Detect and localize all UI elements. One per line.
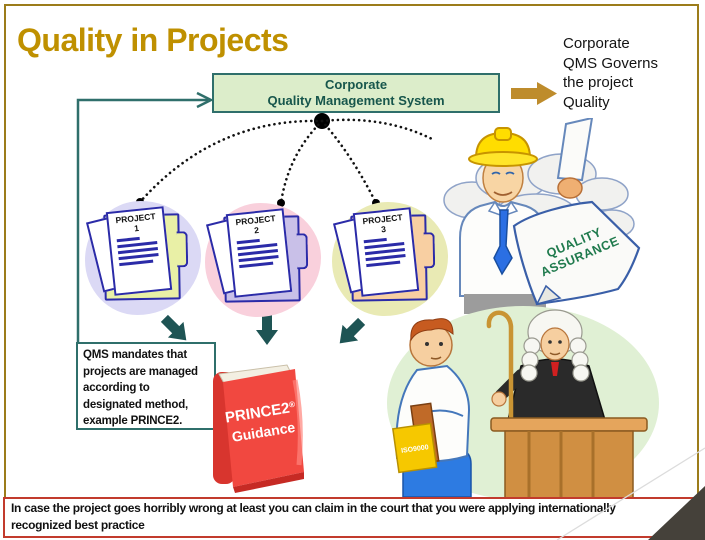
eye xyxy=(548,340,552,344)
project-2-paper: PROJECT 2 xyxy=(225,208,293,298)
engineer-illustration: QUALITY ASSURANCE xyxy=(443,118,641,314)
qms-box-line1: Corporate xyxy=(324,77,388,92)
prince2-book-illustration: PRINCE2® Guidance xyxy=(213,364,304,493)
folder-tab xyxy=(423,232,436,269)
footer-note-box: In case the project goes horribly wrong … xyxy=(3,497,697,538)
project-3-card: PROJECT 3 xyxy=(332,202,448,316)
podium-top xyxy=(490,417,648,432)
project-1-card: PROJECT 1 xyxy=(85,201,201,315)
book-front-cover xyxy=(223,369,304,487)
hard-hat-icon xyxy=(468,127,538,167)
eye xyxy=(425,342,429,346)
face xyxy=(540,327,570,361)
red-tie xyxy=(551,362,559,376)
book-bottom-edge xyxy=(233,472,304,493)
collar xyxy=(487,200,519,218)
yellow-book xyxy=(391,422,438,474)
paper-text-lines xyxy=(116,235,162,266)
paper-text-lines xyxy=(363,236,409,267)
project-3-paper: PROJECT 3 xyxy=(352,207,420,297)
podium-body xyxy=(504,430,634,505)
slide-title: Quality in Projects xyxy=(17,22,289,58)
worried-man-figure: ISO9000 xyxy=(391,318,472,498)
corporate-qms-box: Corporate Quality Management System xyxy=(212,73,500,113)
hand-from-above xyxy=(556,118,594,199)
hair xyxy=(410,318,454,342)
folder-tab xyxy=(176,231,189,268)
courtroom-illustration: ISO9000 xyxy=(387,306,659,505)
tie xyxy=(493,209,513,276)
project-2-card: PROJECT 2 xyxy=(205,203,321,317)
qms-box-line2: Quality Management System xyxy=(267,93,445,108)
quality-assurance-paper: QUALITY ASSURANCE xyxy=(512,200,641,306)
mouth xyxy=(549,352,561,356)
gold-right-arrow-icon xyxy=(511,82,557,105)
paper-curl xyxy=(535,284,562,306)
smile xyxy=(493,191,513,196)
iso-book-label: ISO9000 xyxy=(401,444,429,455)
mandate-note-box: QMS mandates that projects are managed a… xyxy=(76,342,216,430)
book-highlight xyxy=(292,379,303,466)
book-registered-mark: ® xyxy=(288,400,295,410)
eye xyxy=(439,342,443,346)
eye xyxy=(558,340,562,344)
worried-mouth xyxy=(430,356,442,360)
paper-text-lines xyxy=(236,237,282,268)
project-1-paper: PROJECT 1 xyxy=(105,206,173,296)
folder-tab xyxy=(296,233,309,270)
governs-note: Corporate QMS Governs the project Qualit… xyxy=(563,35,659,111)
hand xyxy=(491,391,507,407)
iso-book: ISO9000 xyxy=(391,402,440,474)
eyes xyxy=(491,171,515,175)
